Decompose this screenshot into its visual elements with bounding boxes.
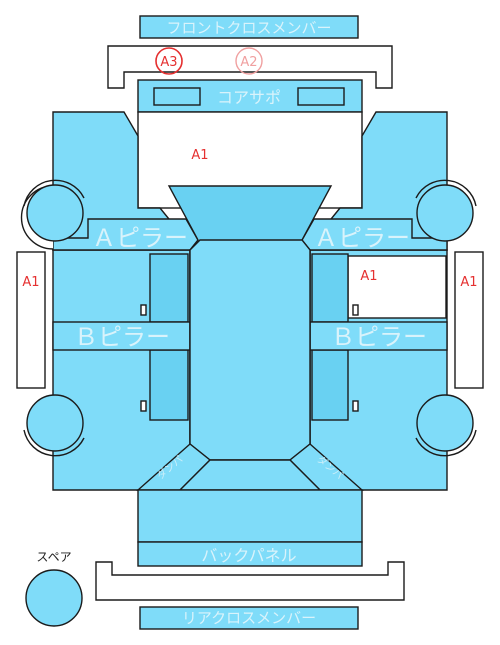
right-latch-lower: [352, 400, 359, 412]
arch-front-right: [415, 179, 477, 207]
b-pillar-right: Ｂピラー: [309, 321, 448, 351]
svg-text:A2: A2: [240, 55, 257, 70]
roof: [167, 185, 333, 461]
arch-rear-right: [415, 429, 477, 457]
right-inner-lower: [311, 349, 349, 421]
wheel-rear-right: [416, 394, 474, 452]
front-cross-member: フロントクロスメンバー: [139, 15, 359, 39]
core-support: コアサポ: [137, 79, 363, 113]
left-side-rail: A1: [16, 251, 46, 389]
svg-text:Ａピラー: Ａピラー: [314, 224, 410, 252]
a-pillar-left: Ａピラー: [52, 218, 199, 252]
svg-text:A1: A1: [22, 275, 39, 290]
left-latch-upper: [140, 304, 147, 316]
mark-a1-engine: A1: [191, 148, 208, 163]
spare-tire: スペア: [25, 550, 83, 627]
back-panel: バックパネル: [137, 489, 363, 567]
front-bracket: [107, 45, 393, 89]
right-latch-upper: [352, 304, 359, 316]
right-door-panel: [347, 255, 447, 319]
badge-a3: A3: [155, 47, 183, 75]
arch-rear-left: [23, 429, 85, 457]
a-pillar-right: Ａピラー: [301, 218, 448, 252]
svg-text:A3: A3: [160, 55, 177, 70]
svg-text:Ｂピラー: Ｂピラー: [74, 323, 170, 351]
b-pillar-left: Ｂピラー: [52, 321, 191, 351]
mark-a1-right-door: A1: [360, 269, 377, 284]
back-panel-label: バックパネル: [201, 546, 296, 565]
wheel-rear-left: [26, 394, 84, 452]
left-inner-lower: [149, 349, 189, 421]
svg-text:A1: A1: [460, 275, 477, 290]
rear-cross-member-label: リアクロスメンバー: [182, 609, 316, 627]
wheel-front-left: [20, 184, 84, 250]
svg-text:Ｂピラー: Ｂピラー: [331, 323, 427, 351]
rear-cross-member: リアクロスメンバー: [139, 606, 359, 630]
rear-bracket: [95, 561, 405, 601]
svg-text:Ａピラー: Ａピラー: [92, 224, 188, 252]
wheel-front-right: [416, 184, 474, 242]
spare-label: スペア: [36, 550, 71, 564]
left-latch-lower: [140, 400, 147, 412]
arch-front-left: [23, 179, 85, 207]
right-side-rail: A1: [454, 251, 484, 389]
core-support-label: コアサポ: [217, 88, 281, 107]
badge-a2: A2: [235, 47, 263, 75]
right-inner-upper: [311, 253, 349, 323]
front-cross-member-label: フロントクロスメンバー: [166, 19, 331, 37]
left-inner-upper: [149, 253, 189, 323]
